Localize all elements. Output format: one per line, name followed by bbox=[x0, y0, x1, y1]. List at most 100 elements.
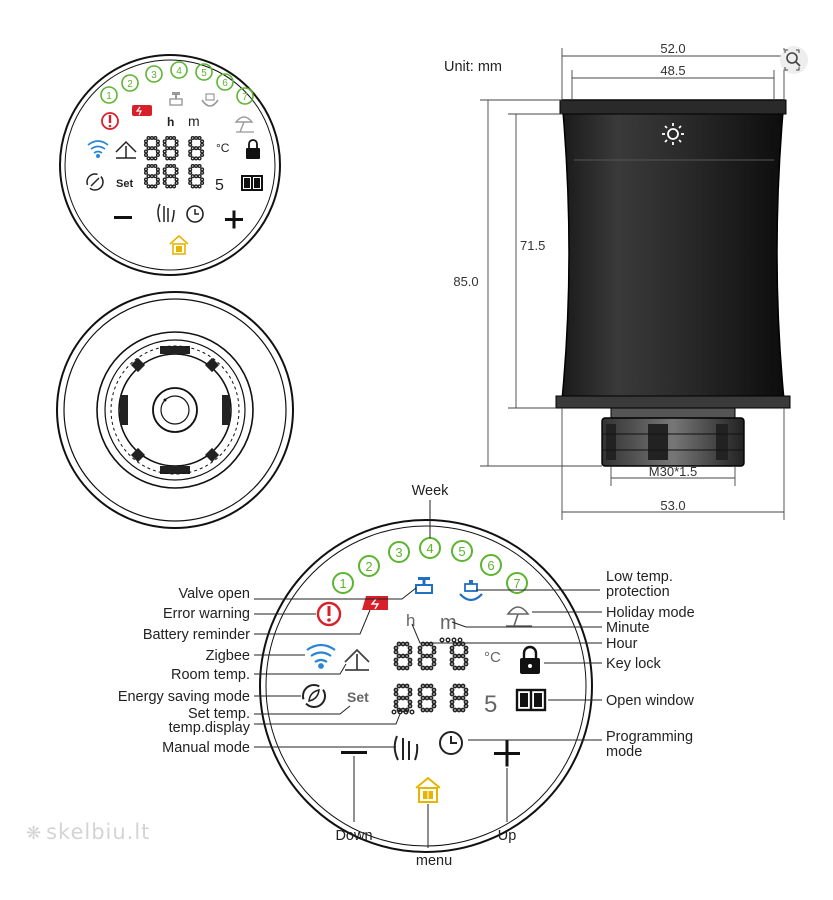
label-protection: protection bbox=[606, 584, 670, 600]
label-down: Down bbox=[335, 828, 372, 844]
small-seconds-digit: 5 bbox=[215, 177, 224, 194]
small-lowtemp-icon bbox=[201, 93, 219, 107]
label-minute: Minute bbox=[606, 620, 650, 636]
small-menu-icon bbox=[169, 234, 189, 255]
small-holiday-icon bbox=[234, 116, 254, 133]
battery-icon bbox=[362, 596, 388, 610]
svg-text:5: 5 bbox=[201, 68, 207, 79]
label-low-temp: Low temp. bbox=[606, 569, 673, 585]
label-room-temp: Room temp. bbox=[171, 667, 250, 683]
small-week-4: 4 bbox=[170, 61, 188, 79]
small-lock-icon bbox=[246, 139, 260, 159]
menu-home-icon bbox=[415, 776, 441, 803]
small-energy-icon bbox=[86, 173, 104, 191]
svg-text:2: 2 bbox=[127, 79, 133, 90]
svg-text:3: 3 bbox=[151, 70, 157, 81]
label-key-lock: Key lock bbox=[606, 656, 662, 672]
label-holiday-mode: Holiday mode bbox=[606, 605, 695, 621]
zigbee-icon bbox=[306, 643, 336, 669]
dim-height-total: 85.0 bbox=[453, 274, 478, 289]
energy-saving-icon bbox=[302, 684, 326, 708]
minus-icon bbox=[341, 751, 367, 754]
thread-nut bbox=[601, 407, 745, 467]
key-lock-icon bbox=[520, 645, 540, 674]
seconds-digit: 5 bbox=[484, 691, 497, 718]
small-clock-icon bbox=[186, 205, 204, 223]
label-energy-saving: Energy saving mode bbox=[118, 689, 250, 705]
small-plus-icon bbox=[225, 210, 243, 229]
label-programming: Programming bbox=[606, 729, 693, 745]
week-7: 7 bbox=[506, 572, 528, 594]
svg-text:5: 5 bbox=[458, 544, 465, 559]
small-hour-glyph: h bbox=[167, 115, 174, 129]
small-display-face: 1 2 3 4 5 6 7 h m °C Set 5 bbox=[59, 54, 281, 276]
zoom-icon[interactable] bbox=[780, 46, 808, 74]
label-temp-display: temp.display bbox=[169, 720, 251, 736]
dim-width-inner: 48.5 bbox=[660, 63, 685, 78]
small-week-2: 2 bbox=[121, 74, 139, 92]
svg-text:7: 7 bbox=[242, 92, 248, 103]
small-window-icon bbox=[241, 175, 263, 191]
room-temp-icon bbox=[344, 648, 370, 671]
dim-width-top: 52.0 bbox=[660, 41, 685, 56]
dim-width-bottom: 53.0 bbox=[660, 498, 685, 513]
leader-lines bbox=[254, 500, 602, 848]
label-set-temp: Set temp. bbox=[188, 706, 250, 722]
back-view bbox=[56, 291, 294, 529]
label-zigbee: Zigbee bbox=[206, 648, 250, 664]
small-week-3: 3 bbox=[145, 65, 163, 83]
svg-text:1: 1 bbox=[106, 91, 112, 102]
open-window-icon bbox=[515, 688, 547, 712]
small-week-circles: 1 2 3 4 5 6 7 bbox=[100, 61, 254, 105]
celsius-glyph: °C bbox=[484, 649, 501, 666]
manual-mode-icon bbox=[393, 735, 419, 761]
small-error-icon bbox=[101, 112, 119, 130]
label-programming-mode: mode bbox=[606, 744, 642, 760]
small-week-7: 7 bbox=[236, 87, 254, 105]
sun-icon bbox=[662, 123, 684, 145]
dim-height-body: 71.5 bbox=[520, 238, 545, 253]
holiday-icon bbox=[506, 606, 532, 627]
svg-text:6: 6 bbox=[222, 78, 228, 89]
small-week-5: 5 bbox=[195, 63, 213, 81]
week-2: 2 bbox=[358, 555, 380, 577]
label-battery-reminder: Battery reminder bbox=[143, 627, 250, 643]
label-week: Week bbox=[412, 483, 450, 499]
error-icon bbox=[316, 601, 342, 627]
label-error-warning: Error warning bbox=[163, 606, 250, 622]
week-5: 5 bbox=[451, 540, 473, 562]
small-battery-icon bbox=[132, 105, 152, 116]
label-hour: Hour bbox=[606, 636, 638, 652]
annotated-display: 1 2 3 4 5 6 7 h m °C Set bbox=[118, 483, 695, 869]
svg-text:7: 7 bbox=[513, 576, 520, 591]
svg-text:6: 6 bbox=[487, 558, 494, 573]
label-up: Up bbox=[498, 828, 517, 844]
small-week-1: 1 bbox=[100, 86, 118, 104]
minute-glyph: m bbox=[440, 612, 457, 634]
week-3: 3 bbox=[388, 541, 410, 563]
small-minus-icon bbox=[114, 216, 132, 219]
set-glyph: Set bbox=[347, 689, 369, 705]
hour-glyph: h bbox=[406, 611, 415, 630]
small-zigbee-icon bbox=[87, 140, 109, 159]
plus-icon bbox=[494, 740, 520, 767]
small-set-glyph: Set bbox=[116, 178, 133, 190]
valve-icon bbox=[415, 577, 433, 594]
label-open-window: Open window bbox=[606, 693, 694, 709]
watermark-logo-icon: ❋ bbox=[26, 823, 43, 844]
dim-thread: M30*1.5 bbox=[649, 464, 697, 479]
svg-text:3: 3 bbox=[395, 545, 402, 560]
side-view: Unit: mm bbox=[444, 41, 791, 520]
small-week-6: 6 bbox=[216, 73, 234, 91]
programming-clock-icon bbox=[439, 731, 463, 755]
label-menu: menu bbox=[416, 853, 452, 869]
week-1: 1 bbox=[332, 572, 354, 594]
svg-text:2: 2 bbox=[365, 559, 372, 574]
unit-label: Unit: mm bbox=[444, 59, 502, 75]
small-valve-icon bbox=[169, 92, 183, 106]
svg-text:4: 4 bbox=[176, 66, 182, 77]
watermark: ❋skelbiu.lt bbox=[26, 820, 151, 844]
small-celsius: °C bbox=[216, 141, 230, 155]
